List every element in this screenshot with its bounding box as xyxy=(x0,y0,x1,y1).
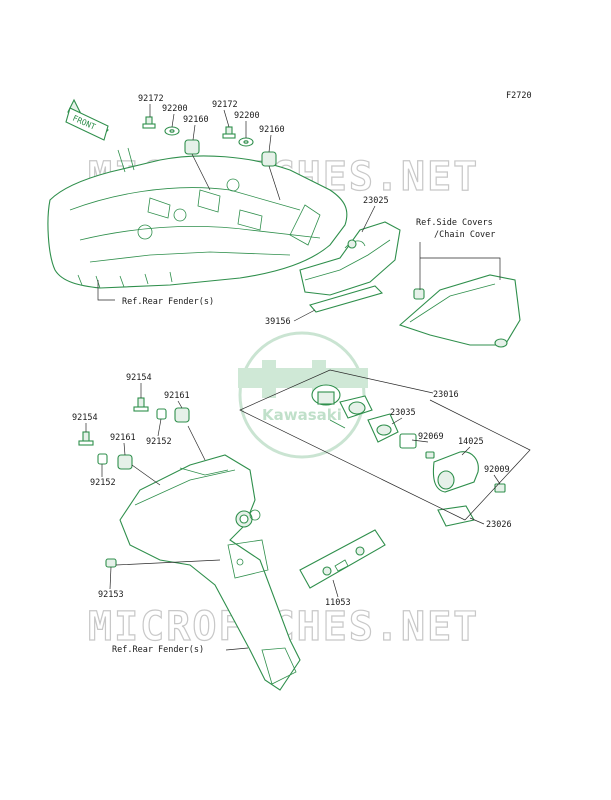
bolt-92154-a xyxy=(133,397,149,412)
kawasaki-logo-watermark: Kawasaki xyxy=(238,331,368,459)
ref-rear-fender-bottom: Ref.Rear Fender(s) xyxy=(112,645,204,655)
bulb-socket-23035 xyxy=(367,413,399,443)
screw-92069-small xyxy=(425,451,435,459)
collar-92152-b xyxy=(97,453,108,465)
washer-92200-b xyxy=(238,137,254,147)
figure-code: F2720 xyxy=(506,91,532,101)
ref-rear-fender-top: Ref.Rear Fender(s) xyxy=(122,297,214,307)
washer-92200-a xyxy=(164,126,180,136)
side-cover-reference xyxy=(398,274,521,348)
reflector-strip-39156 xyxy=(309,285,384,313)
label-92154-b: 92154 xyxy=(72,413,98,423)
rear-fender-upper-body xyxy=(47,147,348,289)
bolt-92172-a xyxy=(142,116,156,129)
label-92172-b: 92172 xyxy=(212,100,238,110)
license-plate-bracket-11053 xyxy=(299,529,386,589)
tail-light-23025 xyxy=(299,221,401,296)
label-92161-b: 92161 xyxy=(110,433,136,443)
license-bracket-body xyxy=(119,454,301,691)
label-92153: 92153 xyxy=(98,590,124,600)
collar-92152-a xyxy=(156,408,167,420)
bulb-92069 xyxy=(399,433,417,449)
label-92161-a: 92161 xyxy=(164,391,190,401)
bolt-92154-b xyxy=(78,431,94,446)
label-92009: 92009 xyxy=(484,465,510,475)
screw-92153 xyxy=(105,558,117,568)
grommet-92160-a xyxy=(184,139,200,155)
screw-92009 xyxy=(494,483,506,493)
ref-side-covers-line2: /Chain Cover xyxy=(434,230,495,240)
label-92200-b: 92200 xyxy=(234,111,260,121)
label-23025: 23025 xyxy=(363,196,389,206)
label-92200-a: 92200 xyxy=(162,104,188,114)
front-arrow-icon: FRONT xyxy=(65,98,109,141)
grommet-92160-b xyxy=(261,151,277,167)
label-92160-a: 92160 xyxy=(183,115,209,125)
ref-side-covers-line1: Ref.Side Covers xyxy=(416,218,493,228)
label-23026: 23026 xyxy=(486,520,512,530)
label-92154-a: 92154 xyxy=(126,373,152,383)
grommet-92161-a xyxy=(174,407,190,423)
label-11053: 11053 xyxy=(325,598,351,608)
license-light-socket xyxy=(311,384,373,429)
label-92172-a: 92172 xyxy=(138,94,164,104)
label-92160-b: 92160 xyxy=(259,125,285,135)
label-92069: 92069 xyxy=(418,432,444,442)
bolt-92172-b xyxy=(222,126,236,139)
label-39156: 39156 xyxy=(265,317,291,327)
grommet-92161-b xyxy=(117,454,133,470)
label-14025: 14025 xyxy=(458,437,484,447)
label-92152-a: 92152 xyxy=(146,437,172,447)
label-23035: 23035 xyxy=(390,408,416,418)
label-23016: 23016 xyxy=(433,390,459,400)
label-92152-b: 92152 xyxy=(90,478,116,488)
license-lens-14025 xyxy=(432,451,479,493)
logo-text: Kawasaki xyxy=(262,406,342,424)
